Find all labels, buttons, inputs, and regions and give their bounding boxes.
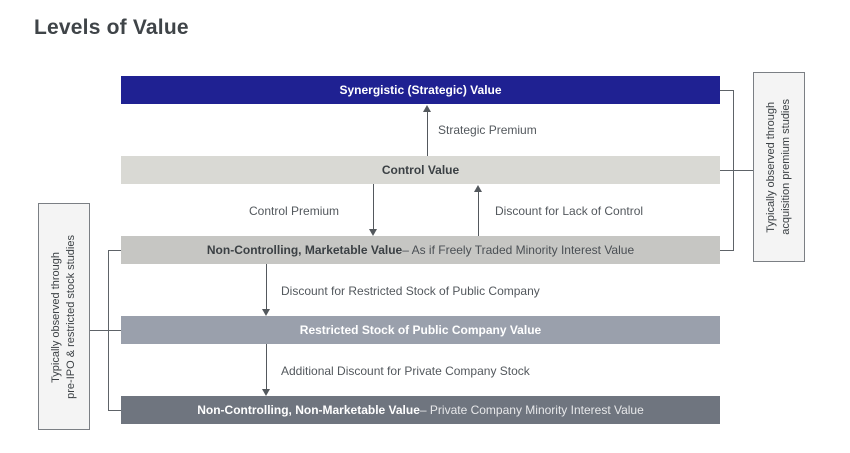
right-bracket-stem	[733, 170, 753, 171]
value-bar-control-label: Control Value	[381, 163, 460, 177]
control-premium-label: Control Premium	[249, 204, 340, 218]
value-bar-restricted-stock-label: Restricted Stock of Public Company Value	[299, 323, 542, 337]
right-bracket-arm-synergistic	[720, 90, 733, 91]
value-bar-synergistic: Synergistic (Strategic) Value	[121, 76, 720, 104]
value-bar-restricted-stock: Restricted Stock of Public Company Value	[121, 316, 720, 344]
control-premium-arrow-line	[373, 184, 374, 229]
left-bracket-stem	[90, 330, 109, 331]
value-bar-noncontrolling-marketable-sublabel: – As if Freely Traded Minority Interest …	[402, 243, 635, 257]
additional-discount-private-stock-arrow-line	[266, 344, 267, 389]
value-bar-noncontrolling-nonmarketable-label: Non-Controlling, Non-Marketable Value	[197, 403, 420, 417]
strategic-premium-arrow-line	[427, 111, 428, 156]
control-premium-arrow-head-icon	[369, 229, 377, 236]
additional-discount-private-stock-arrow-head-icon	[262, 389, 270, 396]
left-bracket-arm-restricted	[108, 330, 121, 331]
value-bar-noncontrolling-nonmarketable: Non-Controlling, Non-Marketable Value – …	[121, 396, 720, 424]
additional-discount-private-stock-label: Additional Discount for Private Company …	[281, 364, 530, 378]
discount-lack-of-control-arrow-head-icon	[474, 185, 482, 192]
left-bracket-arm-nonmarketable	[108, 410, 121, 411]
left-bracket-arm-marketable	[108, 250, 121, 251]
value-bar-synergistic-label: Synergistic (Strategic) Value	[339, 83, 502, 97]
discount-lack-of-control-arrow-line	[478, 191, 479, 236]
strategic-premium-arrow-head-icon	[423, 105, 431, 112]
discount-restricted-stock-arrow-head-icon	[262, 309, 270, 316]
side-note-pre-ipo-restricted-stock-studies: Typically observed through pre-IPO & res…	[38, 203, 90, 430]
value-bar-noncontrolling-nonmarketable-sublabel: – Private Company Minority Interest Valu…	[419, 403, 644, 417]
discount-restricted-stock-label: Discount for Restricted Stock of Public …	[281, 284, 540, 298]
value-bar-control: Control Value	[121, 156, 720, 184]
strategic-premium-label: Strategic Premium	[438, 123, 537, 137]
page-title: Levels of Value	[34, 16, 189, 39]
right-bracket-arm-marketable	[720, 250, 733, 251]
discount-restricted-stock-arrow-line	[266, 264, 267, 309]
value-bar-noncontrolling-marketable-label: Non-Controlling, Marketable Value	[206, 243, 403, 257]
discount-lack-of-control-label: Discount for Lack of Control	[495, 204, 644, 218]
side-note-right-text: Typically observed through acquisition p…	[765, 99, 792, 235]
side-note-acquisition-premium-studies: Typically observed through acquisition p…	[753, 72, 805, 262]
value-bar-noncontrolling-marketable: Non-Controlling, Marketable Value – As i…	[121, 236, 720, 264]
right-bracket-arm-control	[720, 170, 733, 171]
side-note-left-text: Typically observed through pre-IPO & res…	[50, 234, 77, 399]
